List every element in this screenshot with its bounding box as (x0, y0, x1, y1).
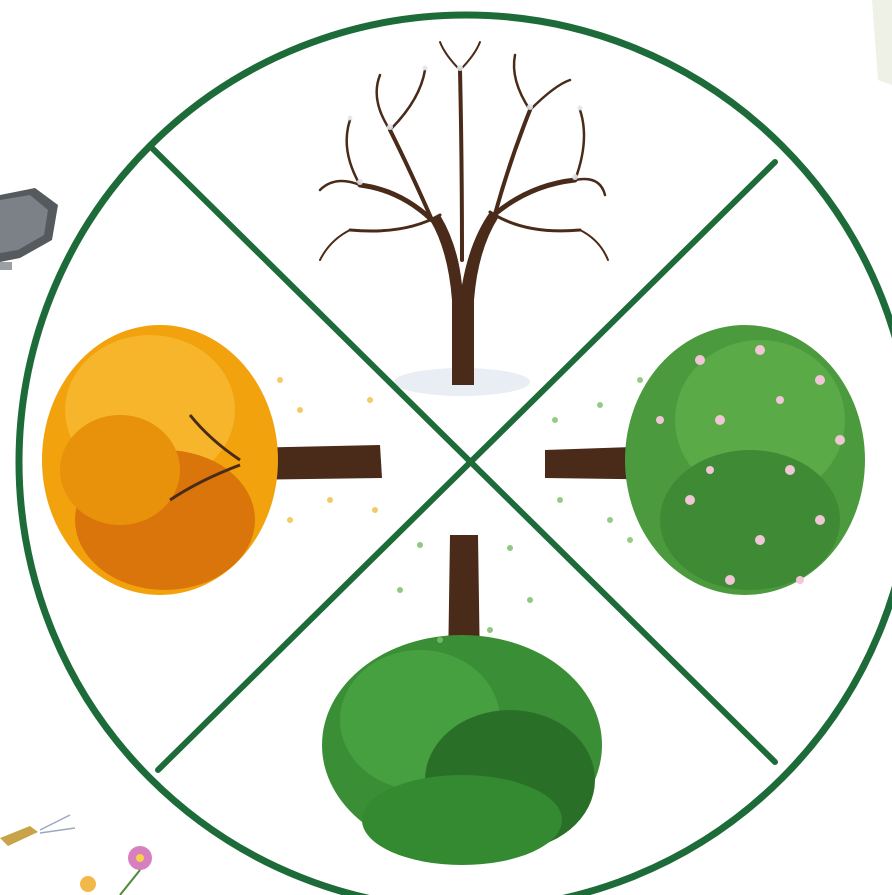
sprinkler-flowers-icon (0, 815, 152, 895)
corner-decoration (872, 0, 892, 85)
watering-can-icon (0, 188, 58, 270)
